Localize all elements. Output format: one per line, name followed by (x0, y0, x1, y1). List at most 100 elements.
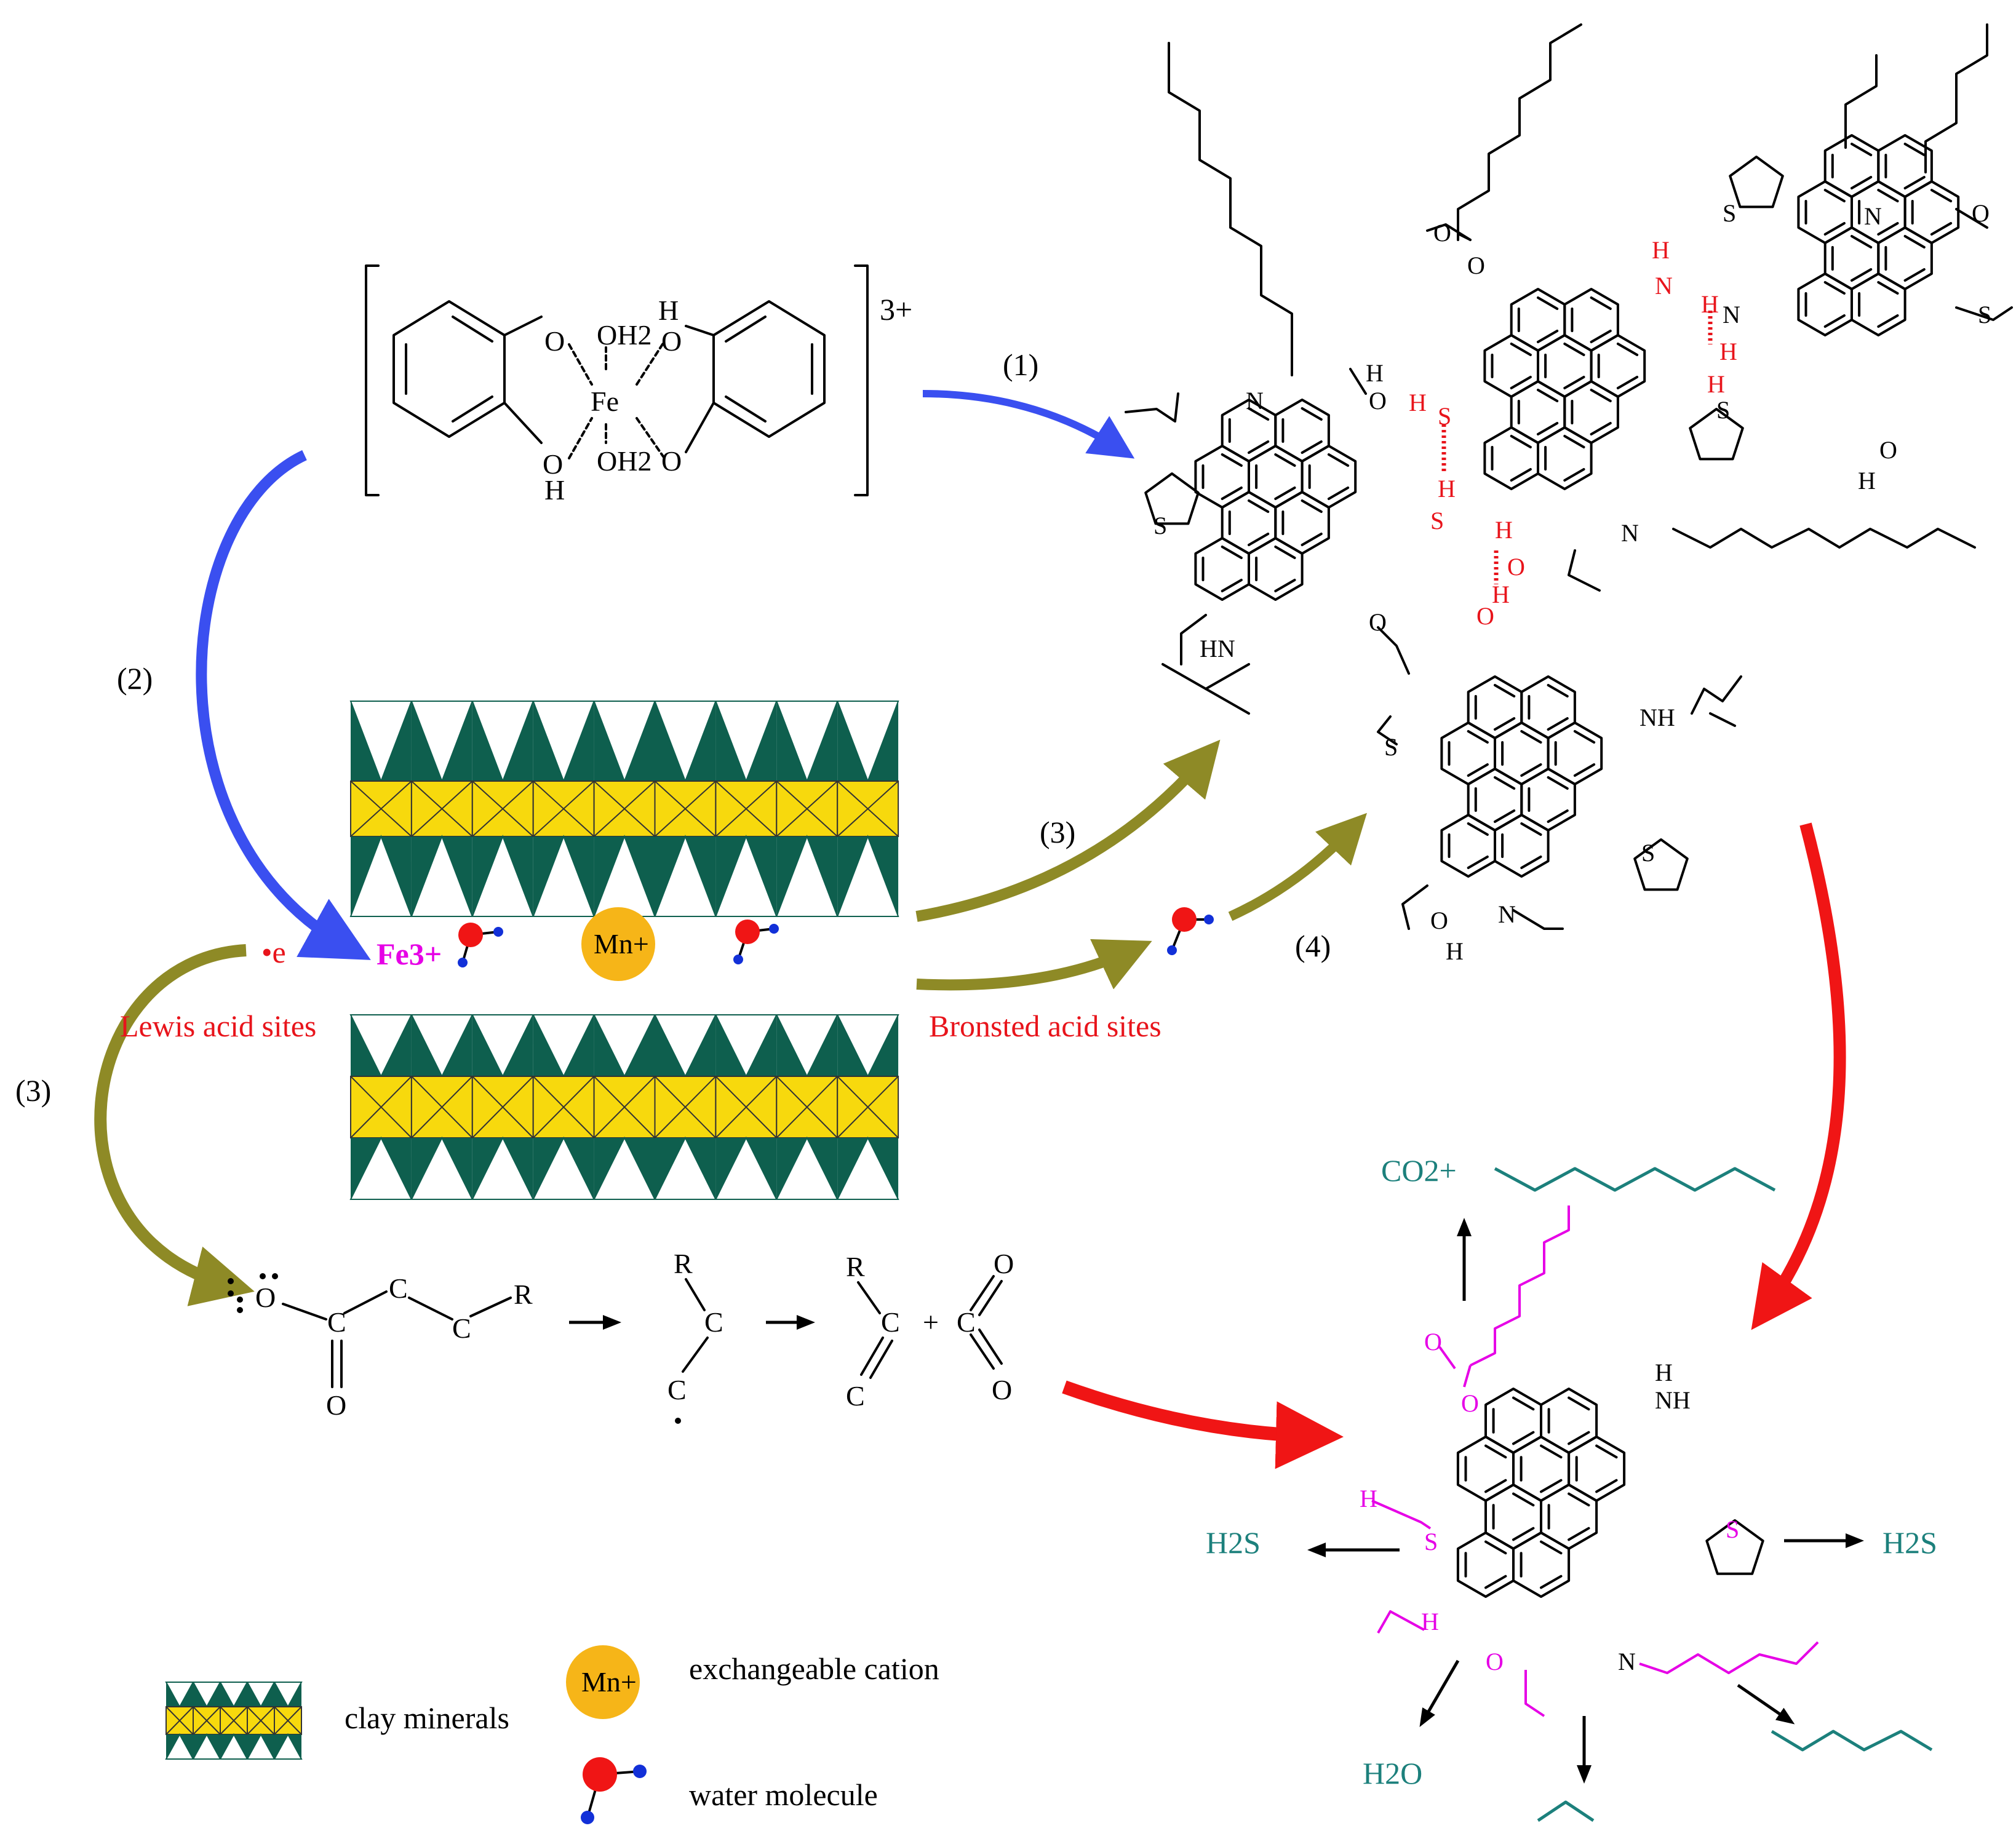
interlayer: •e Fe3+ Mn+ Lewis acid sites Bronsted ac… (120, 907, 1214, 1043)
kg-s-8: S (1641, 839, 1655, 867)
kg-s-2: S (1430, 507, 1444, 534)
exchangeable-cation (581, 907, 655, 981)
product-h2s-left: H2S (1206, 1525, 1261, 1560)
arrow-decarboxylation (1062, 1380, 1344, 1469)
pr-s-1: S (1424, 1528, 1438, 1555)
mech-c-top: C (704, 1306, 723, 1338)
iron-complex: 3+ O O H Fe OH2 OH2 H O O (365, 264, 912, 506)
kg-n-1: N (1246, 387, 1264, 415)
kg-s-6: S (1716, 396, 1730, 424)
kg-h-5: H (1701, 290, 1719, 318)
legend-cation-swatch (566, 1645, 640, 1719)
pr-o-3: O (1486, 1648, 1504, 1675)
label-step3-left: (3) (15, 1073, 51, 1108)
product-structure: O O H NH H S S H O N CO2+ H2S H2S H2O (1206, 1153, 1937, 1822)
kg-nh-1: NH (1639, 704, 1675, 731)
water-molecule-1 (458, 923, 503, 967)
mech-r2: R (674, 1248, 693, 1279)
arrow-bronsted (916, 939, 1152, 991)
pr-o-2: O (1461, 1389, 1479, 1417)
mech-c1: C (327, 1306, 346, 1338)
kg-n-5: N (1621, 519, 1639, 547)
kg-s-1: S (1153, 512, 1167, 539)
right-catechol-ring (685, 300, 826, 453)
left-catechol-ring (392, 300, 543, 444)
mech-alkene-c2: C (846, 1380, 865, 1412)
kg-h-3: H (1438, 475, 1456, 502)
bronsted-acid-label: Bronsted acid sites (929, 1009, 1161, 1043)
legend: clay minerals Mn+ exchangeable cation wa… (165, 1645, 939, 1824)
kg-h-4: H (1652, 236, 1670, 264)
legend-clay-label: clay minerals (345, 1701, 509, 1735)
mech-c-rad: C (667, 1374, 687, 1405)
pr-n-1: N (1618, 1648, 1636, 1675)
kerogen-structure: N S O H HN O S H S H O O N H H H N H N S… (1125, 23, 2013, 965)
arrow-step3-left (94, 944, 255, 1306)
kg-h-1: H (1366, 359, 1384, 387)
kg-n-4: N (1864, 202, 1882, 230)
kg-o-3: O (1467, 252, 1485, 279)
kg-h-7: H (1707, 370, 1725, 398)
mech-o-double: O (326, 1389, 346, 1421)
kg-o-8: O (1476, 602, 1494, 630)
kg-s-4: S (1723, 199, 1736, 227)
kg-o-9: O (1430, 907, 1448, 934)
kg-h-8: H (1858, 467, 1876, 495)
mech-co2-c: C (957, 1306, 976, 1338)
fe3-ion: Fe3+ (377, 937, 442, 971)
kg-n-2: N (1655, 272, 1673, 300)
product-h2o: H2O (1363, 1756, 1422, 1790)
product-co2: CO2+ (1381, 1153, 1457, 1188)
kg-n-3: N (1723, 301, 1740, 328)
decarboxylation-mechanism: O C C C R O R C C R C C + C O O (228, 1248, 1014, 1424)
bracket-right (854, 264, 869, 496)
ligand-h-bottom: H (544, 474, 565, 506)
cation-symbol: Mn+ (594, 928, 649, 959)
arrow-step3-upper (915, 739, 1221, 922)
kg-o-2: O (1369, 608, 1387, 636)
label-step4: (4) (1295, 929, 1331, 963)
legend-cation-symbol: Mn+ (581, 1666, 637, 1698)
kg-o-6: O (1879, 436, 1897, 464)
mech-c3: C (452, 1313, 471, 1344)
aqua-ligand-bottom: OH2 (597, 445, 651, 477)
kg-s-3: S (1438, 402, 1451, 430)
product-h2s-right: H2S (1883, 1525, 1937, 1560)
kg-o-5: O (1972, 199, 1990, 227)
kg-h-9: H (1495, 516, 1513, 544)
kg-o-1: O (1369, 387, 1387, 415)
pr-nh: NH (1655, 1386, 1691, 1414)
arrow-step1 (922, 390, 1135, 459)
kg-h-11: H (1446, 937, 1464, 965)
water-molecule-2 (733, 920, 779, 964)
kg-o-7: O (1507, 553, 1525, 581)
right-h-top: H (658, 295, 679, 326)
mech-c2: C (389, 1273, 408, 1304)
kg-s-7: S (1384, 733, 1398, 761)
arrow-step4 (1228, 812, 1368, 921)
mech-plus: + (923, 1306, 939, 1338)
right-o-bottom: O (661, 445, 682, 477)
label-step3-upper: (3) (1040, 815, 1075, 849)
pr-o-1: O (1424, 1328, 1442, 1356)
water-molecule-3 (1167, 907, 1214, 955)
mech-co2-o-bottom: O (992, 1374, 1012, 1405)
kg-n-6: N (1498, 900, 1516, 928)
mech-alkene-c1: C (881, 1306, 900, 1338)
ligand-o-top: O (544, 325, 565, 357)
legend-water-label: water molecule (689, 1777, 878, 1812)
kg-h-10: H (1492, 581, 1510, 608)
kg-o-4: O (1433, 219, 1451, 247)
kg-hn-1: HN (1200, 635, 1235, 662)
kg-h-2: H (1409, 389, 1427, 416)
ligand-oh-bottom: O (543, 448, 563, 480)
arrow-to-products (1751, 822, 1846, 1330)
bracket-left (365, 264, 380, 496)
legend-water-swatch (581, 1757, 647, 1824)
kg-s-5: S (1978, 301, 1991, 328)
pr-s-2: S (1726, 1515, 1739, 1543)
mech-o-anion: O (255, 1282, 276, 1313)
mech-co2-o-top: O (994, 1248, 1014, 1279)
label-step1: (1) (1003, 348, 1038, 382)
